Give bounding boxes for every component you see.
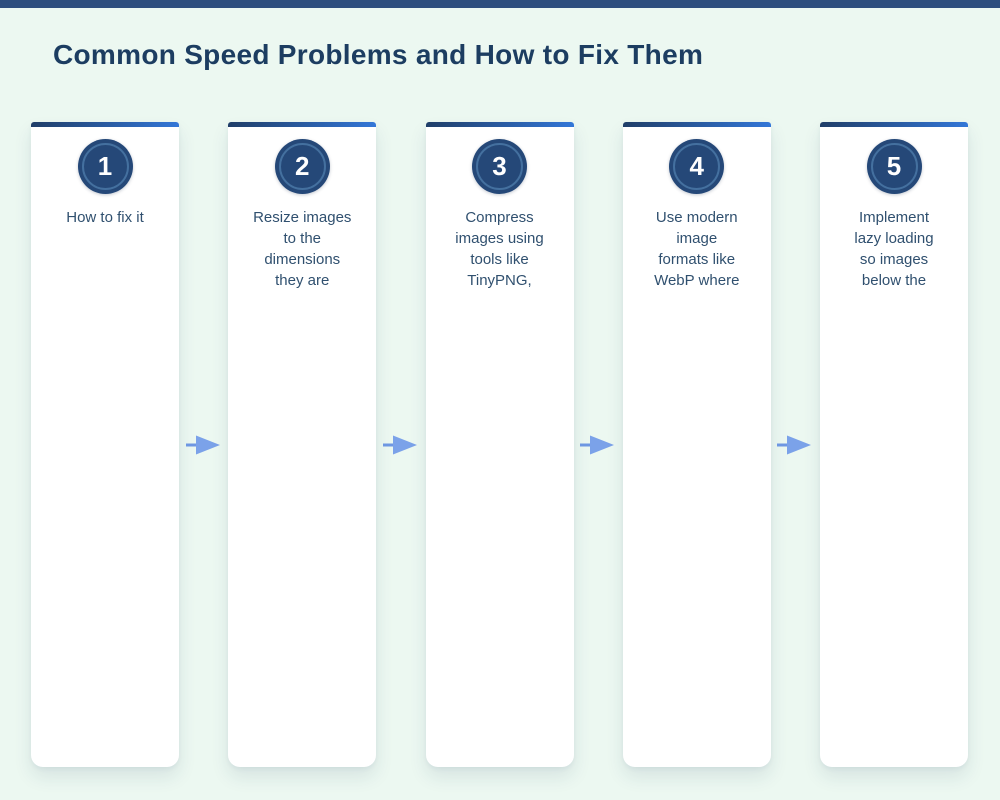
- step-text: Compress images using tools like TinyPNG…: [455, 209, 544, 289]
- right-arrow-icon: [580, 435, 615, 454]
- step-card-3: 3 Compress images using tools like TinyP…: [425, 122, 574, 767]
- card-accent-bar: [31, 122, 179, 127]
- step-text: Resize images to the dimensions they are: [253, 209, 352, 289]
- step-card-2: 2 Resize images to the dimensions they a…: [228, 122, 377, 767]
- right-arrow-icon: [777, 435, 812, 454]
- step-number: 1: [97, 151, 113, 181]
- step-number: 2: [295, 151, 310, 181]
- step-text: How to fix it: [66, 209, 144, 226]
- right-arrow-icon: [382, 435, 417, 454]
- step-card-5: 5 Implement lazy loading so images below…: [820, 122, 968, 767]
- step-text: Use modern image formats like WebP where: [654, 209, 740, 289]
- arrow-connector: [376, 430, 425, 460]
- card-accent-bar: [820, 122, 968, 127]
- step-number-badge: 5: [866, 139, 922, 194]
- top-accent-strip: [0, 0, 1000, 8]
- card-accent-bar: [425, 122, 574, 127]
- step-text: Implement lazy loading so images below t…: [854, 209, 934, 289]
- step-number-badge: 3: [472, 139, 527, 194]
- step-number: 3: [492, 151, 507, 181]
- right-arrow-icon: [185, 435, 220, 454]
- arrow-connector: [574, 430, 623, 460]
- card-accent-bar: [228, 122, 377, 127]
- step-number-badge: 1: [77, 139, 133, 194]
- arrow-connector: [771, 430, 820, 460]
- step-card-1: 1 How to fix it: [31, 122, 179, 767]
- step-card-4: 4 Use modern image formats like WebP whe…: [622, 122, 771, 767]
- step-number: 5: [886, 151, 902, 181]
- step-number-badge: 2: [274, 139, 330, 194]
- card-accent-bar: [622, 122, 771, 127]
- page-title: Common Speed Problems and How to Fix The…: [53, 39, 704, 70]
- arrow-connector: [179, 430, 228, 460]
- steps-row: 1 How to fix it 2 Resize images to the d…: [31, 122, 969, 767]
- step-number-badge: 4: [669, 139, 725, 194]
- step-number: 4: [689, 151, 704, 181]
